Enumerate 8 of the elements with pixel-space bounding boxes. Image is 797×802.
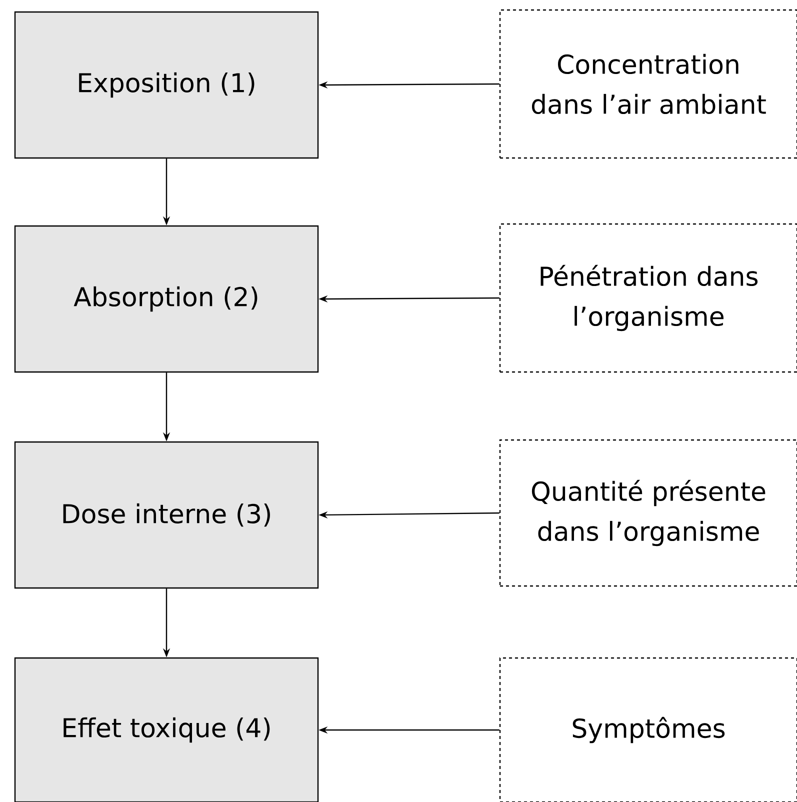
process-box: Exposition (1)	[14, 11, 319, 159]
process-box: Absorption (2)	[14, 225, 319, 373]
dashed-note-box: Symptômes	[499, 657, 797, 802]
dashed-note-box: Pénétration dans l’organisme	[499, 223, 797, 373]
process-box: Effet toxique (4)	[14, 657, 319, 802]
dashed-note-box: Concentration dans l’air ambiant	[499, 9, 797, 159]
process-box: Dose interne (3)	[14, 441, 319, 589]
dashed-note-box: Quantité présente dans l’organisme	[499, 439, 797, 587]
